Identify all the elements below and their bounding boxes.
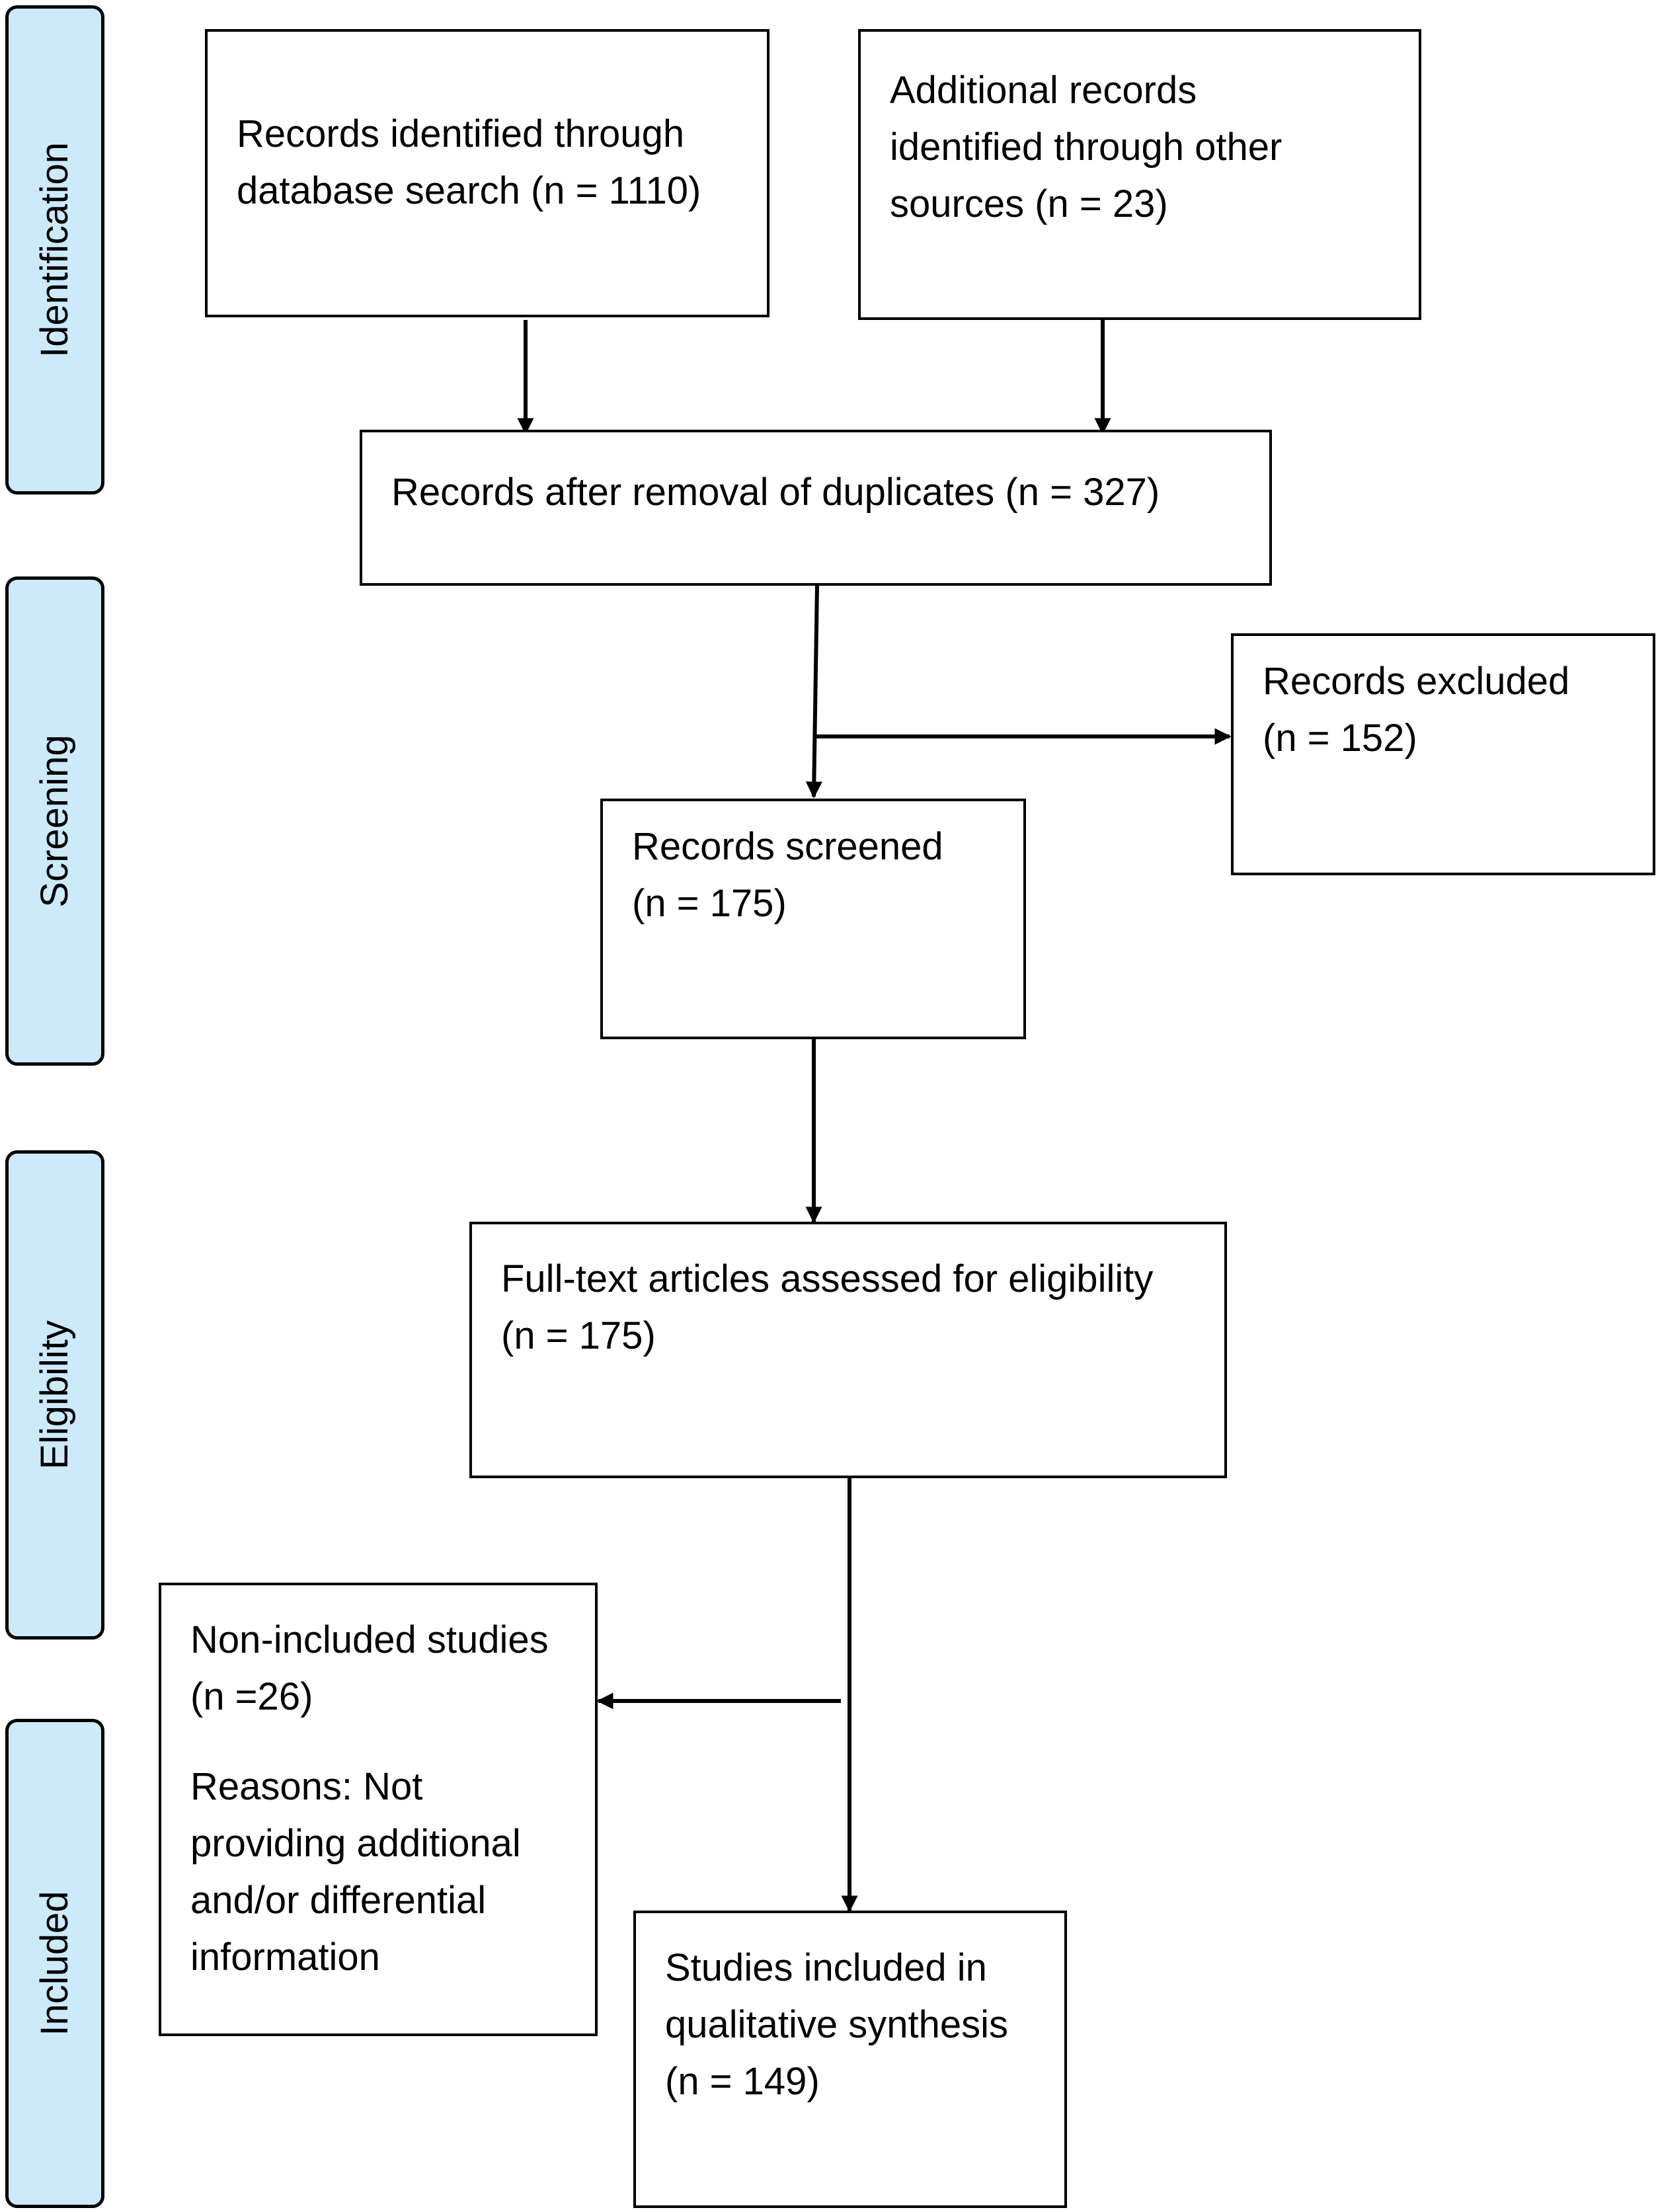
arrow-duplicates-to-screened xyxy=(805,584,822,799)
box-other-sources: Additional records identified through ot… xyxy=(858,29,1421,320)
box-text-line: qualitative synthesis xyxy=(665,2003,1009,2046)
phase-eligibility: Eligibility xyxy=(5,1150,104,1639)
box-text-line: Records identified through xyxy=(237,112,685,155)
reasons-text-line: Reasons: Not xyxy=(190,1765,423,1808)
box-after-duplicates: Records after removal of duplicates (n =… xyxy=(360,430,1272,586)
box-text-line: Additional records xyxy=(890,69,1197,112)
box-database-search: Records identified through database sear… xyxy=(205,29,770,317)
box-text-line: identified through other xyxy=(890,126,1283,169)
box-text-line: Records after removal of duplicates (n =… xyxy=(391,471,1160,514)
box-records-excluded: Records excluded (n = 152) xyxy=(1231,633,1655,875)
box-text-line: Full-text articles assessed for eligibil… xyxy=(501,1257,1154,1300)
box-text-line: Records excluded xyxy=(1263,660,1570,703)
box-text-line: sources (n = 23) xyxy=(890,182,1168,225)
reasons-text-line: information xyxy=(190,1936,380,1979)
box-studies-included: Studies included in qualitative synthesi… xyxy=(633,1911,1067,2208)
box-text-line: Records screened xyxy=(632,825,943,868)
reasons-text-line: providing additional xyxy=(190,1822,521,1865)
box-records-screened: Records screened (n = 175) xyxy=(600,799,1026,1039)
box-fulltext-assessed: Full-text articles assessed for eligibil… xyxy=(469,1222,1227,1478)
phase-identification: Identification xyxy=(5,5,104,494)
box-text-line: (n = 175) xyxy=(632,882,787,925)
box-text-line: (n = 152) xyxy=(1263,717,1417,760)
box-text-line: (n = 175) xyxy=(501,1314,656,1357)
box-text-line: (n = 149) xyxy=(665,2060,820,2103)
phase-included: Included xyxy=(5,1719,104,2208)
phase-screening: Screening xyxy=(5,576,104,1066)
box-text-line: database search (n = 1110) xyxy=(237,169,701,212)
reasons-text-line: and/or differential xyxy=(190,1879,487,1922)
box-non-included: Non-included studies (n =26) Reasons: No… xyxy=(159,1583,598,2036)
box-text-line: (n =26) xyxy=(190,1675,313,1718)
box-text-line: Studies included in xyxy=(665,1946,987,1989)
box-text-line: Non-included studies xyxy=(190,1618,549,1661)
